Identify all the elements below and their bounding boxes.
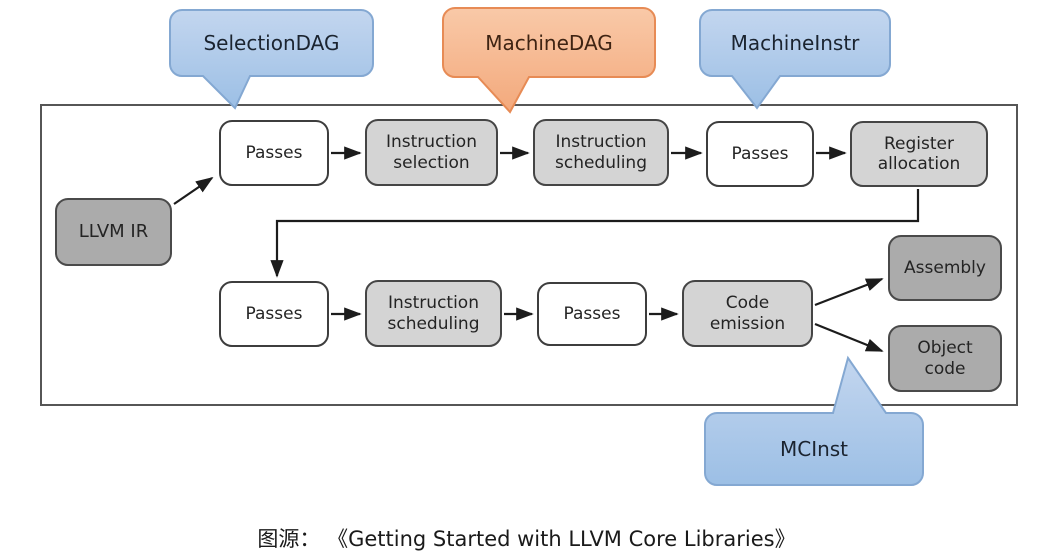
- node-llvm-ir-label: LLVM IR: [78, 221, 149, 243]
- arrow-codeemission-to-objectcode: [814, 322, 884, 353]
- node-object-code-label: Object code: [917, 338, 973, 379]
- node-code-emission: Code emission: [682, 280, 813, 347]
- figure-caption: 图源： 《Getting Started with LLVM Core Libr…: [257, 527, 796, 551]
- node-instruction-scheduling-2-label: Instruction scheduling: [387, 293, 480, 334]
- node-instruction-scheduling-2: Instruction scheduling: [365, 280, 502, 347]
- arrow-regalloc-to-passes3: [270, 189, 920, 278]
- node-instruction-selection-label: Instruction selection: [386, 132, 477, 173]
- node-assembly: Assembly: [888, 235, 1002, 301]
- callout-machineinstr-bubble: [699, 9, 891, 110]
- node-assembly-label: Assembly: [904, 257, 986, 278]
- node-code-emission-label: Code emission: [709, 293, 786, 334]
- callout-mcinst-bubble: [704, 355, 924, 486]
- node-register-allocation-label: Register allocation: [877, 133, 961, 174]
- arrow-codeemission-to-assembly: [814, 277, 884, 307]
- node-llvm-ir: LLVM IR: [55, 198, 172, 266]
- node-passes-3-label: Passes: [245, 303, 303, 324]
- node-passes-4-label: Passes: [563, 303, 621, 324]
- node-register-allocation: Register allocation: [850, 121, 988, 187]
- node-instruction-selection: Instruction selection: [365, 119, 498, 186]
- node-passes-3: Passes: [219, 281, 329, 347]
- callout-machinedag-bubble: [442, 7, 656, 114]
- node-passes-4: Passes: [537, 282, 647, 346]
- node-passes-2-label: Passes: [731, 143, 789, 164]
- node-passes-1-label: Passes: [245, 142, 303, 163]
- node-instruction-scheduling-1-label: Instruction scheduling: [554, 132, 647, 173]
- callout-selectiondag-bubble: [169, 9, 374, 110]
- node-object-code: Object code: [888, 325, 1002, 392]
- node-passes-1: Passes: [219, 120, 329, 186]
- arrow-llvmir-to-passes1: [173, 177, 214, 205]
- node-instruction-scheduling-1: Instruction scheduling: [533, 119, 669, 186]
- node-passes-2: Passes: [706, 121, 814, 187]
